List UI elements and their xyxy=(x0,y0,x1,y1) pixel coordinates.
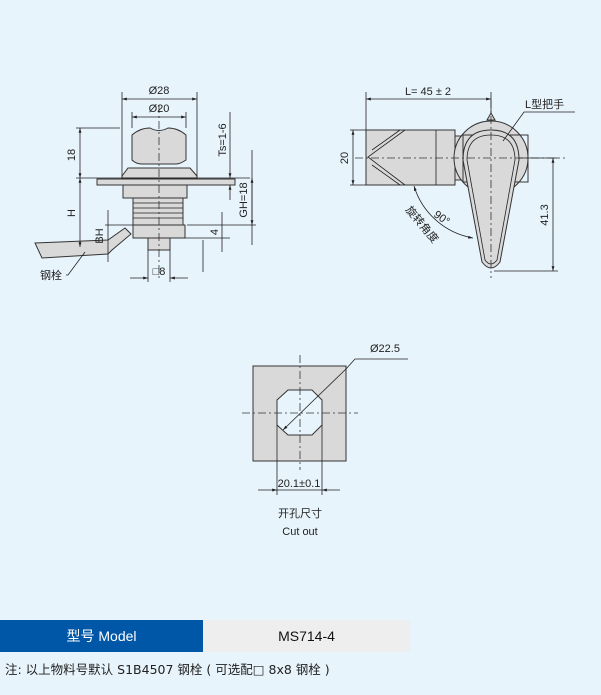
dim-4-label: 4 xyxy=(209,229,221,235)
flange xyxy=(121,167,198,179)
cutout-title-cn: 开孔尺寸 xyxy=(278,506,322,520)
handle-label: L型把手 xyxy=(525,97,564,111)
dia-inner-label: Ø20 xyxy=(149,103,170,115)
rotation-label: 旋转角度 xyxy=(403,203,442,246)
h-label: H xyxy=(66,209,78,217)
handle-length-label: 41.3 xyxy=(539,204,551,225)
length-label: L= 45 ± 2 xyxy=(405,86,451,98)
thread xyxy=(132,197,184,226)
cutout-view: Ø22.5 20.1±0.1 开孔尺寸 Cut out xyxy=(242,343,408,538)
body xyxy=(122,184,188,199)
gh-label: GH=18 xyxy=(238,182,250,217)
angle-label: 90° xyxy=(431,209,452,228)
thread-lines xyxy=(133,202,183,219)
cutout-width-label: 20.1±0.1 xyxy=(278,478,321,490)
model-header: 型号 Model xyxy=(0,620,203,652)
spec-table: 型号 Model MS714-4 xyxy=(0,620,410,652)
height-20-label: 20 xyxy=(339,152,351,164)
bh-label: BH xyxy=(94,228,106,243)
panel xyxy=(96,178,236,186)
knob xyxy=(131,127,187,165)
height-18-label: 18 xyxy=(66,149,78,161)
model-value: MS714-4 xyxy=(203,620,410,652)
cutout-title-en: Cut out xyxy=(282,526,317,538)
bolt-label: 钢栓 xyxy=(40,268,62,282)
footnote: 注: 以上物料号默认 S1B4507 钢栓 ( 可选配□ 8x8 钢栓 ) xyxy=(5,662,330,677)
dia-outer-label: Ø28 xyxy=(149,85,170,97)
ts-label: Ts=1-6 xyxy=(217,123,229,156)
side-view: Ø28 Ø20 18 H BH Ts=1-6 GH=18 4 □8 钢栓 xyxy=(34,85,256,282)
octagon-hole xyxy=(276,389,323,436)
front-view: L= 45 ± 2 20 41.3 90° 旋转角度 L型把手 xyxy=(339,86,575,278)
steel-bolt xyxy=(34,227,132,259)
cutout-diameter-label: Ø22.5 xyxy=(370,343,400,355)
lock-body xyxy=(365,129,456,186)
square-label: □8 xyxy=(153,266,166,278)
